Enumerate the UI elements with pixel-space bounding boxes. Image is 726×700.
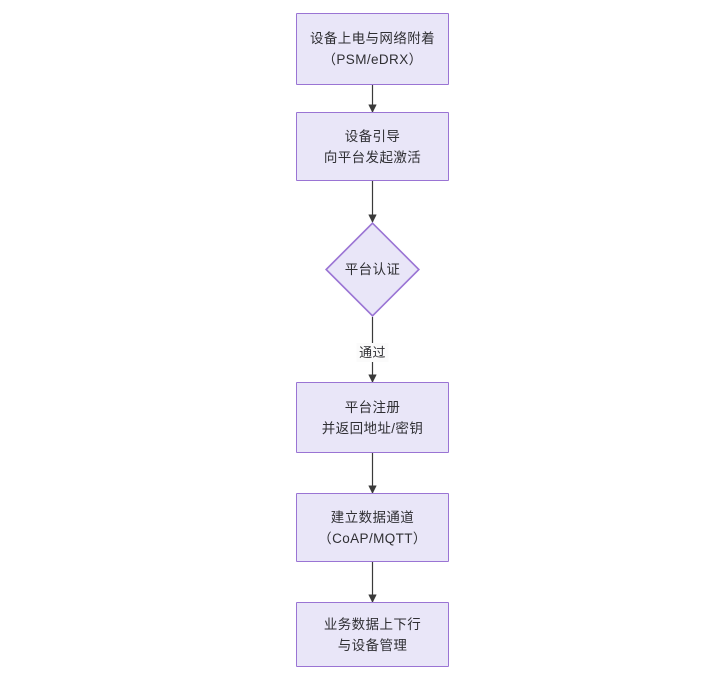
node-device-power-on[interactable]: 设备上电与网络附着 （PSM/eDRX） (296, 13, 449, 85)
node-label-line: 平台注册 (344, 399, 401, 415)
node-platform-authentication[interactable]: 平台认证 (325, 222, 420, 317)
node-platform-registration[interactable]: 平台注册 并返回地址/密钥 (296, 382, 449, 453)
node-label-line: 设备上电与网络附着 (309, 31, 436, 46)
node-label-line: 向平台发起激活 (323, 149, 422, 165)
node-label-line: 平台认证 (344, 261, 401, 277)
diamond-icon (325, 222, 420, 317)
node-label-line: 业务数据上下行 (323, 616, 422, 632)
node-label-line: 与设备管理 (337, 637, 408, 653)
node-label-line: （PSM/eDRX） (322, 52, 423, 67)
node-establish-data-channel[interactable]: 建立数据通道 （CoAP/MQTT） (296, 493, 449, 562)
edge-label-pass: 通过 (356, 343, 389, 362)
node-business-data-and-device-management[interactable]: 业务数据上下行 与设备管理 (296, 602, 449, 667)
node-label-line: 建立数据通道 (330, 509, 415, 525)
node-device-bootstrap[interactable]: 设备引导 向平台发起激活 (296, 112, 449, 181)
node-label-line: （CoAP/MQTT） (318, 530, 427, 546)
node-label-line: 设备引导 (344, 128, 401, 144)
node-label-line: 并返回地址/密钥 (321, 420, 424, 436)
